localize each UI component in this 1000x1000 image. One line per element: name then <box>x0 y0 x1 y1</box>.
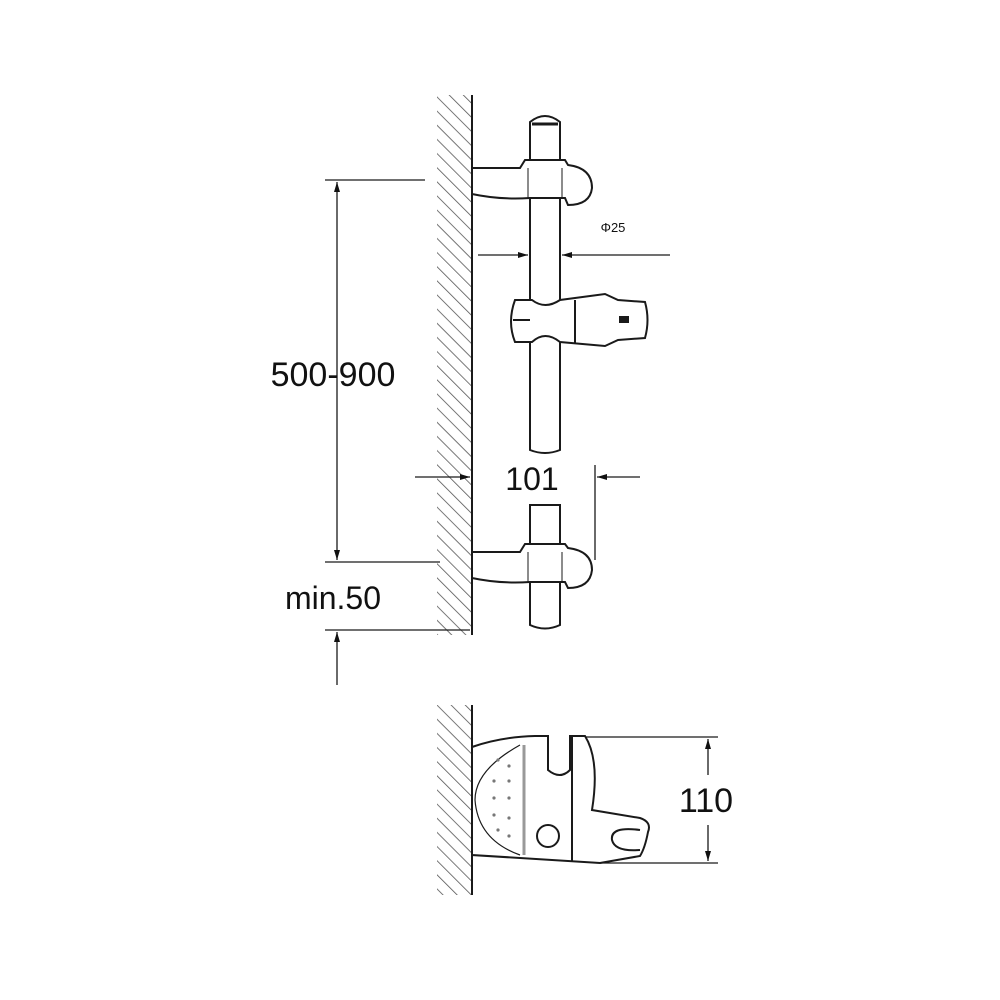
wall-bracket-top <box>471 159 594 207</box>
projection-label: 101 <box>505 461 558 497</box>
shower-head-slider <box>510 292 649 348</box>
bracket-height-label: 110 <box>679 782 733 820</box>
min-offset-label: min.50 <box>285 580 381 616</box>
wall-upper <box>437 95 473 635</box>
height-range-label: 500-900 <box>271 356 396 394</box>
diameter-label: Φ25 <box>601 220 626 235</box>
bracket-plan-view <box>471 735 650 865</box>
wall-bracket-bottom <box>471 543 594 590</box>
dimension-lines <box>325 179 718 864</box>
wall-lower <box>437 705 473 895</box>
